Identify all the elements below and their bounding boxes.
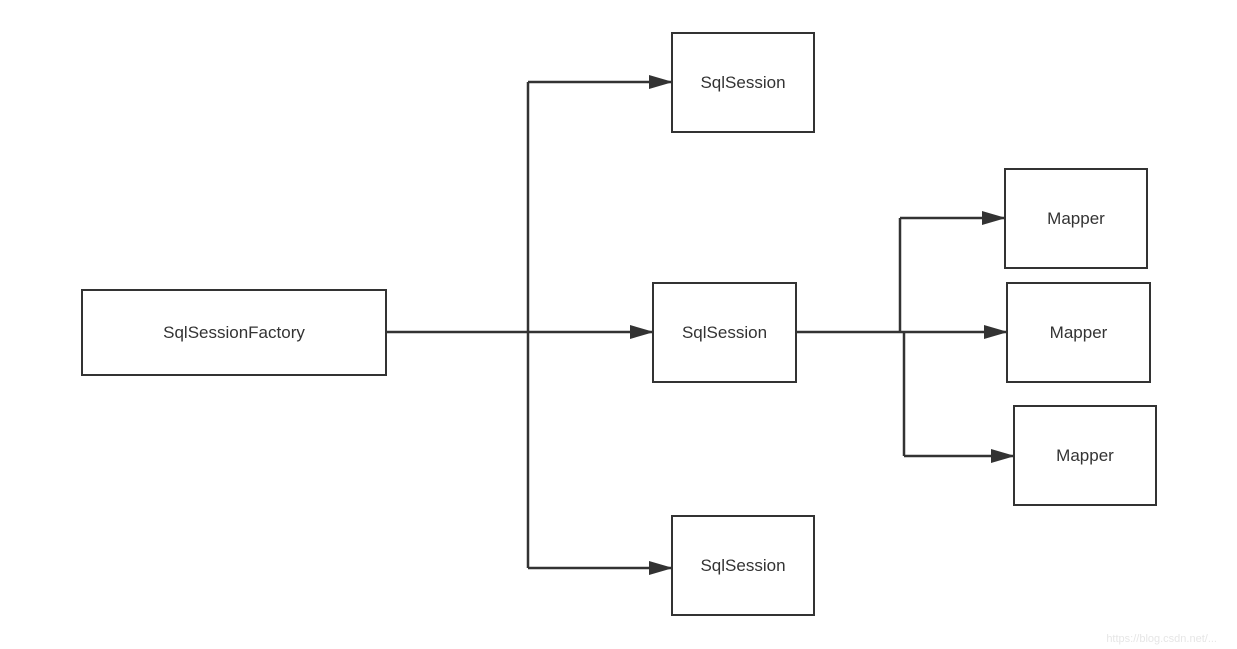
mapper-node-1: Mapper [1004, 168, 1148, 269]
sqlsession-label-1: SqlSession [700, 72, 786, 92]
watermark-text: https://blog.csdn.net/... [1106, 633, 1217, 645]
mapper-node-2: Mapper [1006, 282, 1151, 383]
mapper-label-2: Mapper [1049, 322, 1108, 342]
sqlsession-node-1: SqlSession [671, 32, 815, 133]
sqlsessionfactory-node: SqlSessionFactory [81, 289, 387, 376]
mapper-label-3: Mapper [1056, 445, 1114, 465]
mapper-node-3: Mapper [1013, 405, 1157, 506]
sqlsession-node-3: SqlSession [671, 515, 815, 616]
sqlsession-label-3: SqlSession [700, 555, 786, 575]
mapper-label-1: Mapper [1047, 208, 1105, 228]
sqlsession-label-2: SqlSession [681, 322, 768, 342]
sqlsession-node-2: SqlSession [652, 282, 797, 383]
sqlsessionfactory-label: SqlSessionFactory [163, 322, 305, 342]
